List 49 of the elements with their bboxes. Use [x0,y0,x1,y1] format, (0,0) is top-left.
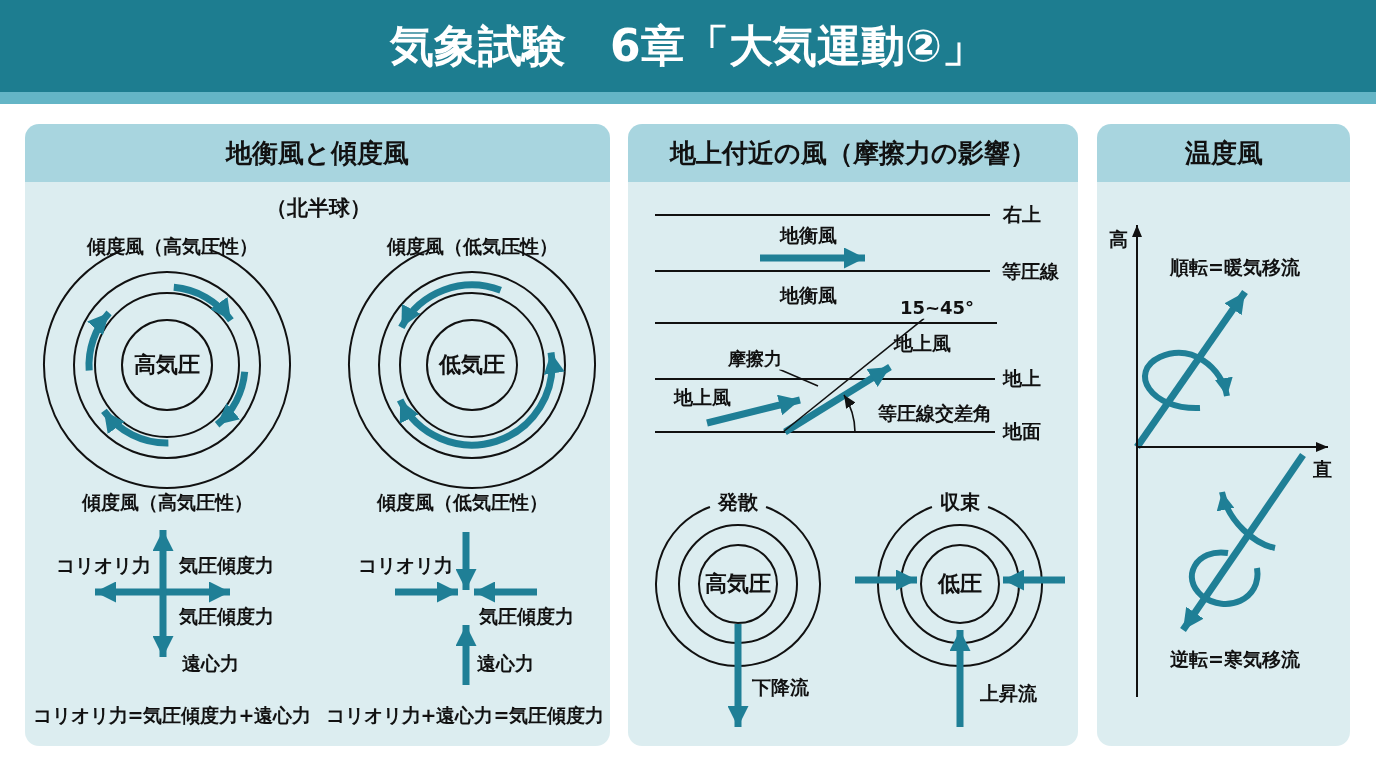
diagram-label: 傾度風（高気圧性） [86,236,258,258]
circle-caption: 発散 [718,490,758,514]
diagram-label: 気圧傾度力 [178,606,274,628]
circle-label: 高気圧 [134,351,200,379]
diagram-label: 高 [1108,229,1128,251]
diagram-label: 順転=暖気移流 [1170,257,1300,279]
pressure-circle [121,319,213,411]
circle-label: 低圧 [938,570,982,598]
title-banner: 気象試験 6章「大気運動②」 [0,0,1376,104]
diagram-label: 気圧傾度力 [178,555,274,577]
diagram-label: 傾度風（低気圧性） [376,492,548,514]
diagram-label: 傾度風（低気圧性） [386,236,558,258]
diagram-label: 等圧線交差角 [878,403,992,425]
diagram-label: 直 [1312,459,1332,481]
diagram-label: 地衡風 [779,225,837,247]
diagram-label: （北半球） [265,195,371,221]
diagram-label: 遠心力 [181,653,239,675]
leader-line [778,368,819,387]
diagram-label: 傾度風（高気圧性） [81,492,253,514]
pressure-circle [698,544,778,624]
diagram-label: 地衡風 [779,285,837,307]
pressure-circle [920,544,1000,624]
diagram-label: 右上 [1003,204,1041,226]
diagram-label: 地上風 [673,387,731,409]
panel-heading: 温度風 [1183,137,1264,170]
circle-label: 低気圧 [439,351,505,379]
diagram-label: コリオリ力+遠心力=気圧傾度力 [325,705,605,727]
diagram-label: コリオリ力 [357,555,453,577]
diagram-label: 逆転=寒気移流 [1170,649,1300,671]
diagram-label: 遠心力 [476,653,534,675]
diagram-label: 地面 [1003,421,1041,443]
diagram-label: 地上風 [893,333,951,355]
panel [628,124,1078,746]
panel-heading: 地衡風と傾度風 [224,137,410,170]
diagram-label: 上昇流 [979,683,1037,705]
panel [25,124,610,746]
circle-caption: 収束 [940,490,980,514]
annotation-text: 摩擦力 [726,348,784,370]
diagram-label: 地上 [1003,368,1041,390]
diagram-label: 下降流 [751,677,809,699]
diagram-label: コリオリ力 [55,555,151,577]
pressure-circle [426,319,518,411]
diagram-label: 等圧線 [1001,261,1059,283]
circle-label: 高気圧 [705,570,771,598]
diagram-label: コリオリ力=気圧傾度力+遠心力 [32,705,312,727]
leader-line [782,317,925,433]
panel-heading: 地上付近の風（摩擦力の影響） [668,137,1037,170]
panel [1097,124,1350,746]
diagram-label: 気圧傾度力 [478,606,574,628]
